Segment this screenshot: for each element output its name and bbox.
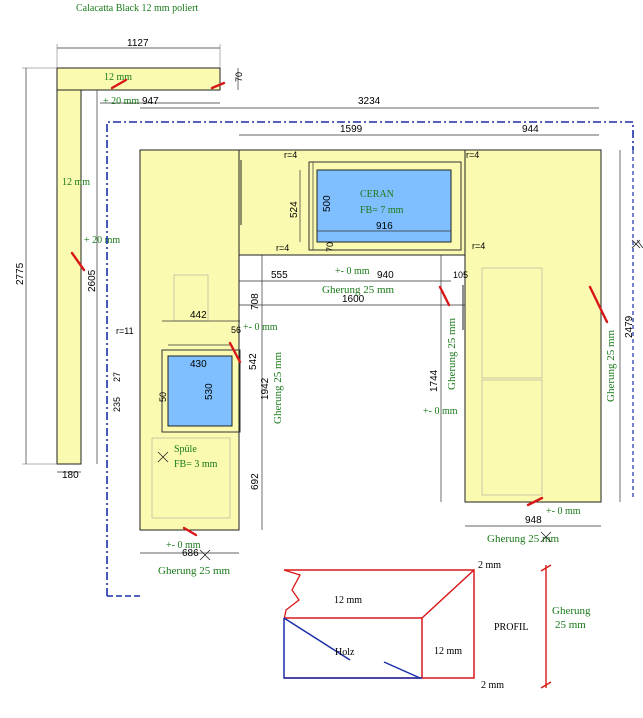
dim-530: 530 [204, 383, 215, 400]
dim-1599: 1599 [340, 124, 363, 135]
dim-56: 56 [231, 325, 241, 335]
x-markers [199, 239, 641, 561]
top-left-leg [139, 149, 240, 531]
dim-940: 940 [377, 270, 394, 281]
profile-detail: 12 mm Holz 12 mm 2 mm 2 mm PROFIL Gherun… [283, 560, 591, 691]
dim-235: 235 [112, 397, 122, 412]
dim-944: 944 [522, 124, 539, 135]
left-plus20-side: + 20 mm [84, 235, 120, 246]
dim-692: 692 [250, 473, 261, 490]
radius-a: r=4 [284, 150, 297, 160]
left-panel-top-strip [56, 67, 221, 91]
gherung-bottom: Gherung 25 mm [158, 565, 231, 577]
profile-gherung-mm: 25 mm [555, 619, 586, 631]
dim-916: 916 [376, 221, 393, 232]
wall-outline-top [106, 121, 634, 596]
dim-70-ceran: 70 [325, 242, 335, 252]
left-panel: 1127 2775 2605 180 947 70 12 mm 12 mm + … [15, 38, 244, 481]
gherung-rightvert: Gherung 25 mm [446, 317, 458, 390]
radius-b: r=4 [466, 150, 479, 160]
ceran-label: CERAN [360, 189, 394, 200]
profile-label-holz: Holz [335, 647, 355, 658]
gherung-leftvert: Gherung 25 mm [272, 351, 284, 424]
gherung-farright: Gherung 25 mm [605, 329, 617, 402]
dim-180: 180 [62, 470, 79, 481]
sink-cutout: Spüle FB= 3 mm [157, 349, 241, 470]
dim-542: 542 [248, 353, 259, 370]
pm0-leftmid: +- 0 mm [243, 322, 278, 333]
pm0-bottom: +- 0 mm [166, 540, 201, 551]
left-side-thickness: 12 mm [62, 177, 90, 188]
profile-2mm-top: 2 mm [478, 560, 501, 571]
dim-2605: 2605 [87, 269, 98, 292]
dim-430: 430 [190, 359, 207, 370]
left-panel-side-strip [56, 89, 82, 465]
dim-524: 524 [289, 201, 300, 218]
edge-notes: +- 0 mm +- 0 mm +- 0 mm +- 0 mm +- 0 mm … [158, 266, 617, 577]
dim-3234: 3234 [358, 96, 381, 107]
miter-marks [182, 285, 609, 537]
profile-2mm-bottom: 2 mm [481, 680, 504, 691]
dim-1600: 1600 [342, 294, 365, 305]
pm0-ceran: +- 0 mm [335, 266, 370, 277]
ceran-cutout: CERAN FB= 7 mm [308, 161, 462, 251]
ceran-fb: FB= 7 mm [360, 205, 404, 216]
radius-d: r=4 [472, 241, 485, 251]
top-right-leg [464, 149, 602, 503]
dim-105: 105 [453, 270, 468, 280]
profile-label-side: 12 mm [434, 646, 462, 657]
profile-label-profil: PROFIL [494, 622, 528, 633]
dim-555: 555 [271, 270, 288, 281]
left-plus20-top: + 20 mm [103, 96, 139, 107]
sink-fb: FB= 3 mm [174, 459, 218, 470]
profile-gherung: Gherung [552, 605, 591, 617]
radius-c: r=4 [276, 243, 289, 253]
dim-948: 948 [525, 515, 542, 526]
dim-27: 27 [112, 372, 122, 382]
dim-708: 708 [250, 293, 261, 310]
mark-left-top [210, 81, 226, 90]
dim-947: 947 [142, 96, 159, 107]
dim-1942: 1942 [260, 377, 271, 400]
drawing-title: Calacatta Black 12 mm poliert [76, 3, 198, 14]
dim-500: 500 [322, 195, 333, 212]
mark-left-top-b [110, 78, 128, 90]
dim-686: 686 [182, 548, 199, 559]
dim-1127: 1127 [127, 38, 149, 49]
dim-70-left: 70 [234, 72, 244, 82]
pm0-right: +- 0 mm [423, 406, 458, 417]
dim-50: 50 [158, 392, 168, 402]
dim-2775: 2775 [15, 262, 26, 285]
mark-left-side [70, 251, 86, 272]
profile-label-top: 12 mm [334, 595, 362, 606]
gherung-middle: Gherung 25 mm [322, 284, 395, 296]
dim-442: 442 [190, 310, 207, 321]
pm0-rightbottom: +- 0 mm [546, 506, 581, 517]
dim-1744: 1744 [429, 369, 440, 392]
main-dimensions: 3234 1599 944 2479 524 500 916 70 r=4 r=… [112, 96, 643, 559]
radius-sink: r=11 [116, 326, 134, 336]
sink-label: Spüle [174, 444, 197, 455]
left-top-thickness: 12 mm [104, 72, 132, 83]
dim-2479: 2479 [624, 315, 635, 338]
